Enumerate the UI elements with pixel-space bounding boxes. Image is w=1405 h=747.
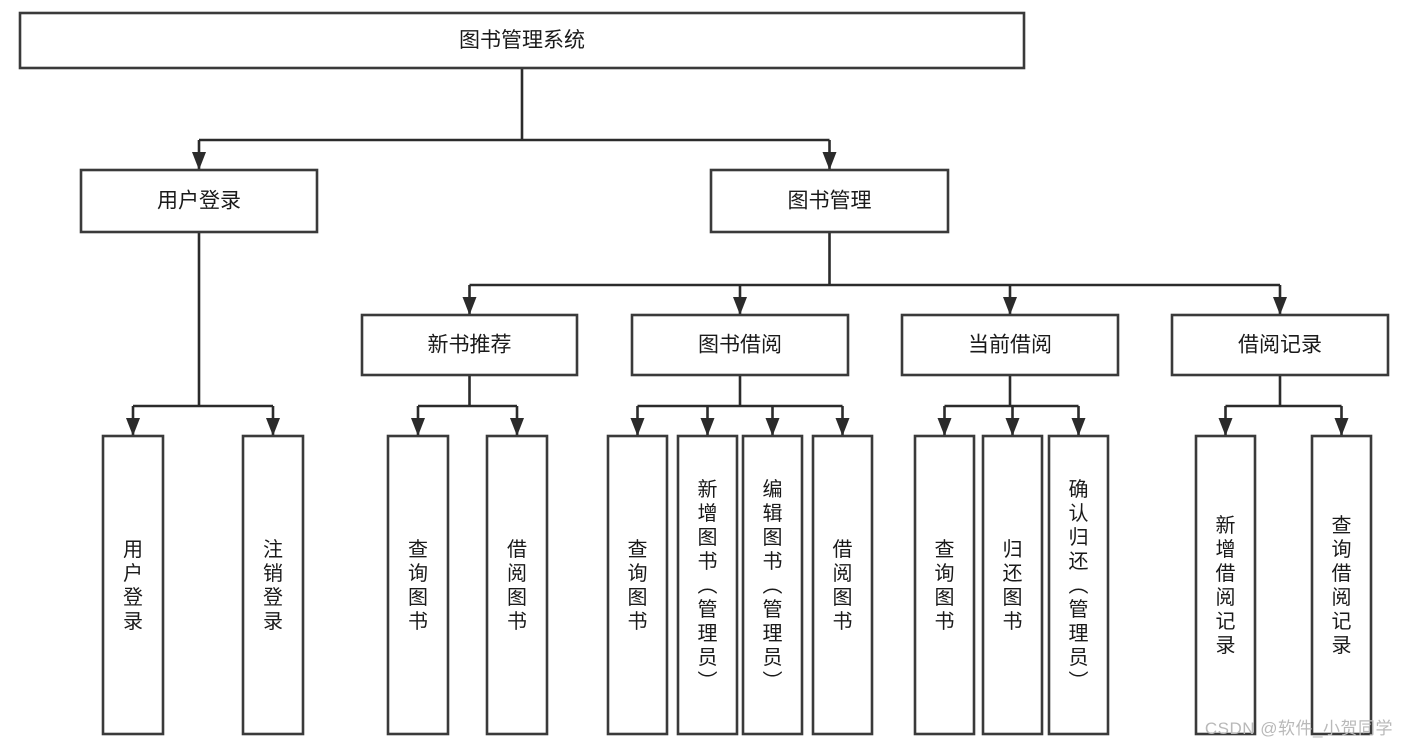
node-borrow-record[interactable]: 借阅记录 bbox=[1170, 313, 1390, 377]
watermark-label: CSDN @软件_小贺同学 bbox=[1204, 719, 1393, 738]
node-current-borrow-box[interactable] bbox=[900, 313, 1120, 377]
node-leaf-query-book-2[interactable]: 查询图书 bbox=[606, 434, 669, 736]
arrow-head-icon bbox=[1003, 297, 1017, 315]
node-leaf-add-borrow-record-label: 新增借阅记录 bbox=[1216, 514, 1236, 657]
node-leaf-query-book-3-box[interactable] bbox=[913, 434, 976, 736]
arrow-head-icon bbox=[266, 418, 280, 436]
arrow-head-icon bbox=[126, 418, 140, 436]
node-layer: 图书管理系统用户登录图书管理新书推荐图书借阅当前借阅借阅记录用户登录注销登录查询… bbox=[18, 11, 1390, 736]
node-book-borrow[interactable]: 图书借阅 bbox=[630, 313, 850, 377]
node-new-book-recommend-label: 新书推荐 bbox=[428, 334, 512, 357]
node-user-login[interactable]: 用户登录 bbox=[79, 168, 319, 234]
arrow-head-icon bbox=[765, 418, 780, 436]
node-book-borrow-box[interactable] bbox=[630, 313, 850, 377]
node-root-box[interactable] bbox=[18, 11, 1026, 70]
node-leaf-borrow-book-1-label: 借阅图书 bbox=[507, 538, 527, 633]
arrow-head-icon bbox=[411, 418, 425, 436]
node-current-borrow-label: 当前借阅 bbox=[968, 334, 1052, 357]
arrow-head-icon bbox=[1005, 418, 1020, 436]
node-book-borrow-label: 图书借阅 bbox=[698, 334, 782, 357]
node-leaf-logout-login-label: 注销登录 bbox=[263, 538, 283, 633]
arrow-head-icon bbox=[835, 418, 850, 436]
node-leaf-edit-book-admin-label: 编辑图书︵管理员︶ bbox=[763, 478, 783, 693]
node-leaf-query-book-2-box[interactable] bbox=[606, 434, 669, 736]
node-new-book-recommend-box[interactable] bbox=[360, 313, 579, 377]
node-new-book-recommend[interactable]: 新书推荐 bbox=[360, 313, 579, 377]
connector-layer bbox=[126, 68, 1349, 436]
node-leaf-add-book-admin[interactable]: 新增图书︵管理员︶ bbox=[676, 434, 739, 736]
arrow-head-icon bbox=[822, 152, 837, 170]
node-leaf-query-borrow-record[interactable]: 查询借阅记录 bbox=[1310, 434, 1373, 736]
node-leaf-borrow-book-1[interactable]: 借阅图书 bbox=[485, 434, 549, 736]
arrow-head-icon bbox=[1218, 418, 1233, 436]
node-leaf-user-login-label: 用户登录 bbox=[123, 539, 143, 633]
node-current-borrow[interactable]: 当前借阅 bbox=[900, 313, 1120, 377]
node-leaf-logout-login-box[interactable] bbox=[241, 434, 305, 736]
node-leaf-borrow-book-2-box[interactable] bbox=[811, 434, 874, 736]
arrow-head-icon bbox=[1273, 297, 1287, 315]
node-leaf-query-book-1-box[interactable] bbox=[386, 434, 450, 736]
node-borrow-record-box[interactable] bbox=[1170, 313, 1390, 377]
node-leaf-add-book-admin-box[interactable] bbox=[676, 434, 739, 736]
node-leaf-return-book[interactable]: 归还图书 bbox=[981, 434, 1044, 736]
node-book-manage-box[interactable] bbox=[709, 168, 950, 234]
node-leaf-query-book-1[interactable]: 查询图书 bbox=[386, 434, 450, 736]
node-leaf-query-book-3[interactable]: 查询图书 bbox=[913, 434, 976, 736]
node-leaf-add-book-admin-label: 新增图书︵管理员︶ bbox=[698, 478, 718, 693]
node-leaf-confirm-return-admin[interactable]: 确认归还︵管理员︶ bbox=[1047, 434, 1110, 736]
node-leaf-query-book-3-label: 查询图书 bbox=[935, 538, 955, 633]
node-leaf-query-borrow-record-box[interactable] bbox=[1310, 434, 1373, 736]
node-leaf-borrow-book-2[interactable]: 借阅图书 bbox=[811, 434, 874, 736]
node-leaf-query-book-2-label: 查询图书 bbox=[628, 538, 648, 633]
node-book-manage[interactable]: 图书管理 bbox=[709, 168, 950, 234]
arrow-head-icon bbox=[733, 297, 747, 315]
node-leaf-add-borrow-record[interactable]: 新增借阅记录 bbox=[1194, 434, 1257, 736]
node-leaf-return-book-box[interactable] bbox=[981, 434, 1044, 736]
node-root[interactable]: 图书管理系统 bbox=[18, 11, 1026, 70]
arrow-head-icon bbox=[630, 418, 645, 436]
arrow-head-icon bbox=[1071, 418, 1086, 436]
node-leaf-query-book-1-label: 查询图书 bbox=[408, 538, 428, 633]
node-leaf-user-login[interactable]: 用户登录 bbox=[101, 434, 165, 736]
arrow-head-icon bbox=[1334, 418, 1349, 436]
node-user-login-label: 用户登录 bbox=[157, 190, 241, 213]
node-book-manage-label: 图书管理 bbox=[788, 190, 872, 213]
node-leaf-query-borrow-record-label: 查询借阅记录 bbox=[1332, 514, 1352, 657]
node-leaf-confirm-return-admin-label: 确认归还︵管理员︶ bbox=[1069, 478, 1089, 693]
node-user-login-box[interactable] bbox=[79, 168, 319, 234]
node-root-label: 图书管理系统 bbox=[459, 29, 585, 52]
node-leaf-return-book-label: 归还图书 bbox=[1003, 538, 1023, 633]
node-leaf-add-borrow-record-box[interactable] bbox=[1194, 434, 1257, 736]
node-leaf-borrow-book-2-label: 借阅图书 bbox=[833, 538, 853, 633]
node-leaf-edit-book-admin-box[interactable] bbox=[741, 434, 804, 736]
node-leaf-borrow-book-1-box[interactable] bbox=[485, 434, 549, 736]
arrow-head-icon bbox=[700, 418, 715, 436]
node-leaf-confirm-return-admin-box[interactable] bbox=[1047, 434, 1110, 736]
node-leaf-user-login-box[interactable] bbox=[101, 434, 165, 736]
arrow-head-icon bbox=[192, 152, 206, 170]
node-leaf-logout-login[interactable]: 注销登录 bbox=[241, 434, 305, 736]
arrow-head-icon bbox=[462, 297, 477, 315]
arrow-head-icon bbox=[510, 418, 524, 436]
arrow-head-icon bbox=[937, 418, 952, 436]
node-leaf-edit-book-admin[interactable]: 编辑图书︵管理员︶ bbox=[741, 434, 804, 736]
node-borrow-record-label: 借阅记录 bbox=[1238, 334, 1322, 357]
